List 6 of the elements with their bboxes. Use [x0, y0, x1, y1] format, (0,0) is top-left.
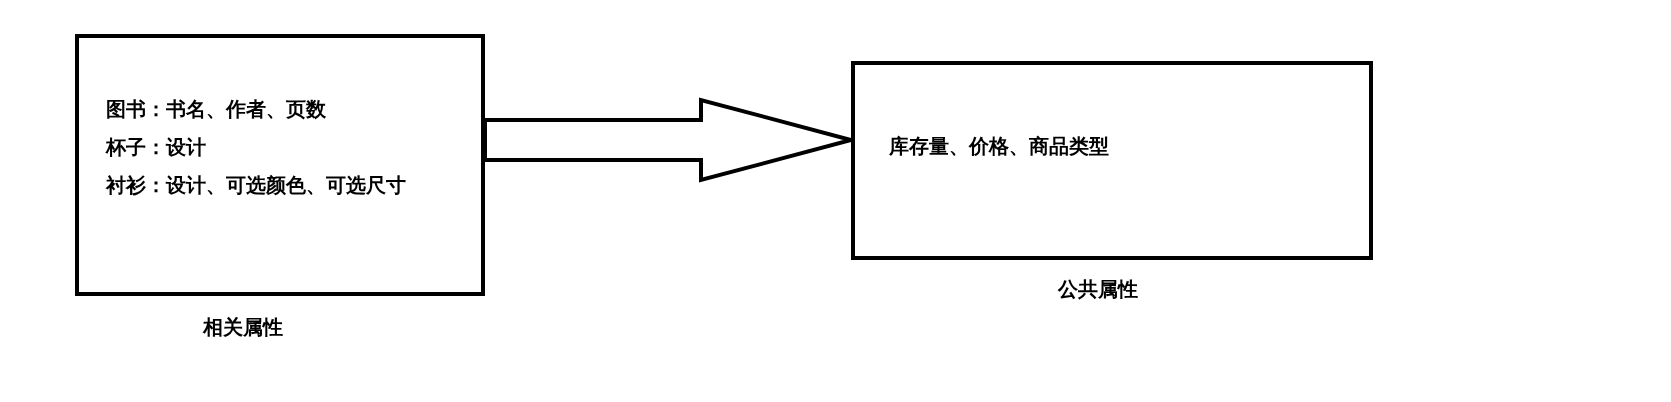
attribute-text: 衬衫：设计、可选颜色、可选尺寸	[106, 173, 406, 197]
box-caption: 公共属性	[1056, 277, 1139, 301]
attribute-text: 杯子：设计	[106, 135, 206, 159]
box-caption: 相关属性	[201, 315, 284, 339]
attribute-text: 库存量、价格、商品类型	[889, 134, 1109, 158]
attribute-text: 图书：书名、作者、页数	[106, 97, 326, 121]
